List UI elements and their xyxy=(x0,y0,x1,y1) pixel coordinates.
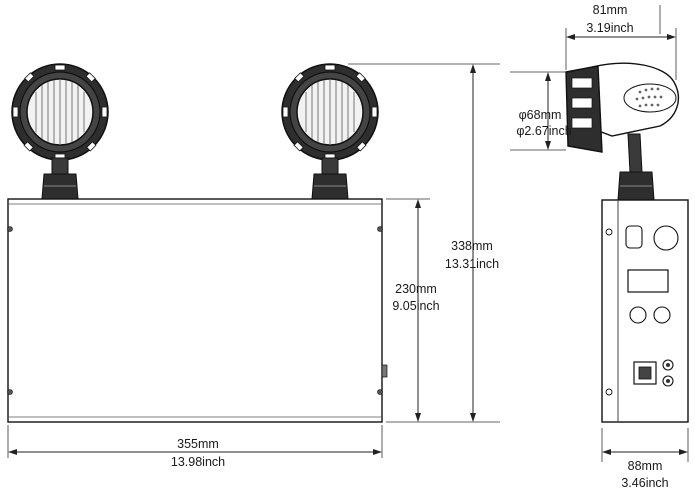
side-view: 81mm 3.19inch φ68mm φ2.67inch 88mm 3.46i… xyxy=(510,3,689,490)
dimension-body-width: 355mm 13.98inch xyxy=(7,425,383,469)
total-height-mm-label: 338mm xyxy=(451,239,493,253)
body-height-mm-label: 230mm xyxy=(395,282,437,296)
side-body-box xyxy=(601,199,689,423)
dimension-body-depth: 88mm 3.46inch xyxy=(601,428,689,490)
body-depth-inch-label: 3.46inch xyxy=(621,476,668,490)
dimension-body-height: 230mm 9.05inch xyxy=(386,198,440,423)
body-width-mm-label: 355mm xyxy=(177,437,219,451)
front-view: 355mm 13.98inch 230mm 9.05inch 338mm 13.… xyxy=(7,63,500,469)
dimension-head-depth: 81mm 3.19inch xyxy=(565,3,677,80)
total-height-inch-label: 13.31inch xyxy=(445,257,499,271)
dimension-head-diameter: φ68mm φ2.67inch xyxy=(510,71,572,151)
head-depth-inch-label: 3.19inch xyxy=(586,21,633,35)
head-depth-mm-label: 81mm xyxy=(593,3,628,17)
head-diameter-mm-label: φ68mm xyxy=(519,108,562,122)
side-lamp-head xyxy=(565,62,679,201)
body-width-inch-label: 13.98inch xyxy=(171,455,225,469)
body-depth-mm-label: 88mm xyxy=(628,459,663,473)
body-height-inch-label: 9.05inch xyxy=(392,299,439,313)
front-body-box xyxy=(7,198,388,423)
right-lamp-head xyxy=(281,63,379,200)
dimension-total-height: 338mm 13.31inch xyxy=(348,63,500,423)
left-lamp-head xyxy=(11,63,109,200)
head-diameter-inch-label: φ2.67inch xyxy=(516,124,571,138)
